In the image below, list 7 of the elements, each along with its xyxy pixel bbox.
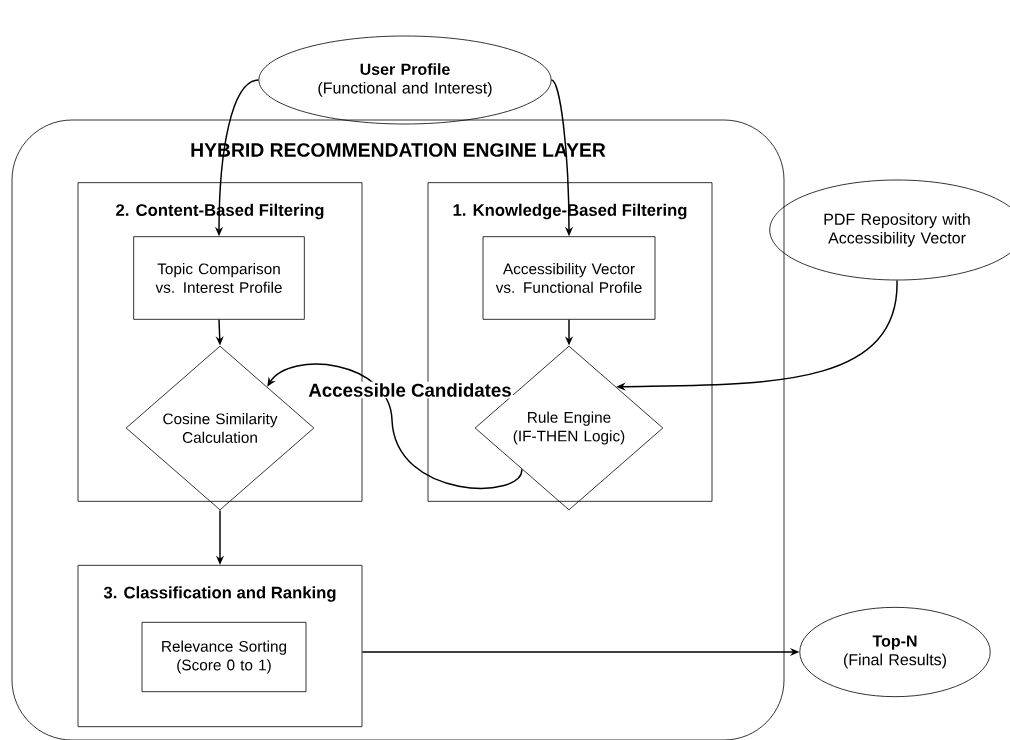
process-box: Relevance Sorting (Score 0 to 1) xyxy=(141,621,307,693)
ellipse-node: Top-N (Final Results) xyxy=(799,606,991,698)
process-box: Topic Comparison vs. Interest Profile xyxy=(133,236,305,320)
process-box: Accessibility Vector vs. Functional Profile xyxy=(482,236,656,320)
edge-label: Accessible Candidates xyxy=(307,381,513,399)
arrow xyxy=(267,363,523,489)
ellipse-node: User Profile (Functional and Interest) xyxy=(258,35,552,125)
